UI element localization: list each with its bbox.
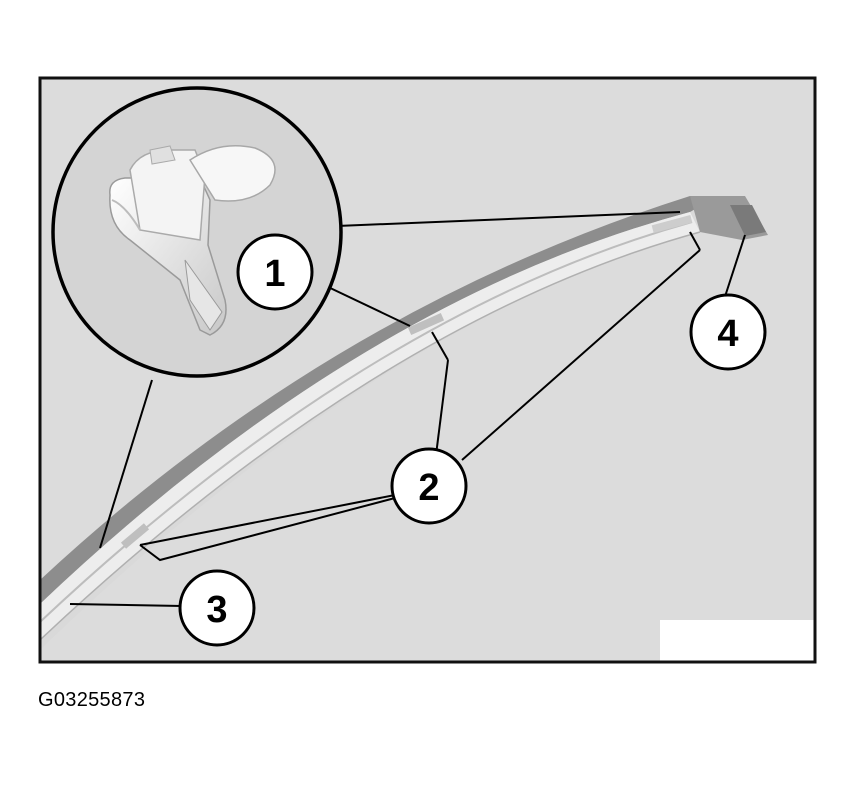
callout-1: 1 bbox=[236, 233, 314, 311]
clip-fastener bbox=[109, 145, 276, 336]
roof-rail-trim bbox=[40, 196, 768, 650]
corner-patch bbox=[660, 620, 814, 661]
callout-2: 2 bbox=[390, 447, 468, 525]
callout-4-label: 4 bbox=[717, 313, 738, 355]
magnifier-inset bbox=[51, 86, 343, 378]
callout-4: 4 bbox=[689, 293, 767, 371]
panel-frame bbox=[38, 76, 817, 664]
clip-slot bbox=[651, 214, 693, 234]
callout-2-label: 2 bbox=[418, 467, 439, 509]
callout-3-label: 3 bbox=[206, 589, 227, 631]
figure-caption: G03255873 bbox=[38, 689, 146, 711]
clip-slot bbox=[120, 523, 150, 549]
callout-3: 3 bbox=[178, 569, 256, 647]
clip-slot bbox=[407, 313, 445, 335]
callout-1-label: 1 bbox=[264, 253, 285, 295]
